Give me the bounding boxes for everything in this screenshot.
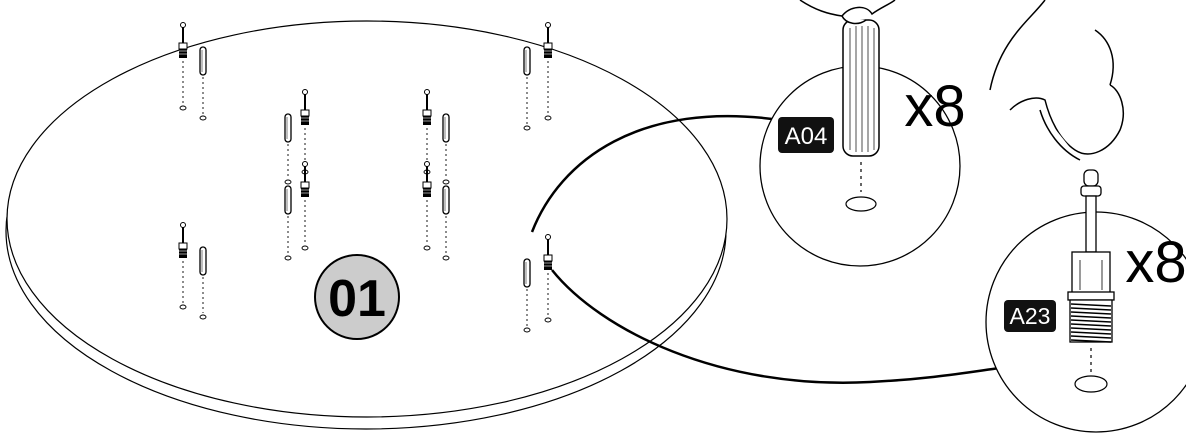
hole-icon xyxy=(179,105,187,111)
quantity-a23: x8 xyxy=(1125,230,1186,295)
hole-icon xyxy=(199,115,207,121)
thread-line xyxy=(1070,323,1112,327)
dowel-icon xyxy=(523,258,531,288)
dowel-icon xyxy=(199,46,207,76)
part-code-a04: A04 xyxy=(785,123,828,150)
hole-icon xyxy=(284,255,292,261)
hand-icon xyxy=(989,0,1124,161)
hole-icon xyxy=(544,317,552,323)
hole-icon xyxy=(423,245,431,251)
hole-icon xyxy=(284,179,292,185)
thread-line xyxy=(1070,327,1112,331)
step-number: 01 xyxy=(328,270,386,328)
step-badge: 01 xyxy=(314,254,400,340)
hole-icon xyxy=(523,125,531,131)
thread-line xyxy=(1070,315,1112,319)
insert-icon xyxy=(543,21,553,59)
hole-icon xyxy=(544,115,552,121)
thread-line xyxy=(1070,303,1112,307)
thread-line xyxy=(1070,339,1112,343)
hole-icon xyxy=(301,245,309,251)
hole-icon xyxy=(523,327,531,333)
thread-line xyxy=(1070,331,1112,335)
hole-icon xyxy=(179,304,187,310)
part-code-a23: A23 xyxy=(1010,303,1051,329)
dowel-icon xyxy=(523,46,531,76)
thread-line xyxy=(1070,311,1112,315)
thread-line xyxy=(1070,335,1112,339)
leader-lines xyxy=(530,114,1001,384)
callout-a04: A04 x8 xyxy=(759,0,966,267)
hole-icon xyxy=(442,179,450,185)
table-top-panel xyxy=(5,20,728,430)
hand-icon xyxy=(799,0,896,25)
hole-icon xyxy=(845,196,877,212)
hole-icon xyxy=(1074,375,1108,393)
dowel-icon xyxy=(442,113,450,143)
dowel-icon xyxy=(284,185,292,215)
insert-icon xyxy=(178,21,188,59)
dowel-placements xyxy=(178,21,553,333)
thread-line xyxy=(1070,307,1112,311)
quantity-a04: x8 xyxy=(904,74,965,139)
insert-icon xyxy=(1067,169,1115,372)
dowel-icon xyxy=(199,246,207,276)
hole-icon xyxy=(442,255,450,261)
thread-line xyxy=(1070,319,1112,323)
hole-icon xyxy=(199,314,207,320)
callout-a23: A23 x8 xyxy=(985,0,1186,433)
dowel-icon xyxy=(284,113,292,143)
dowel-icon xyxy=(442,185,450,215)
